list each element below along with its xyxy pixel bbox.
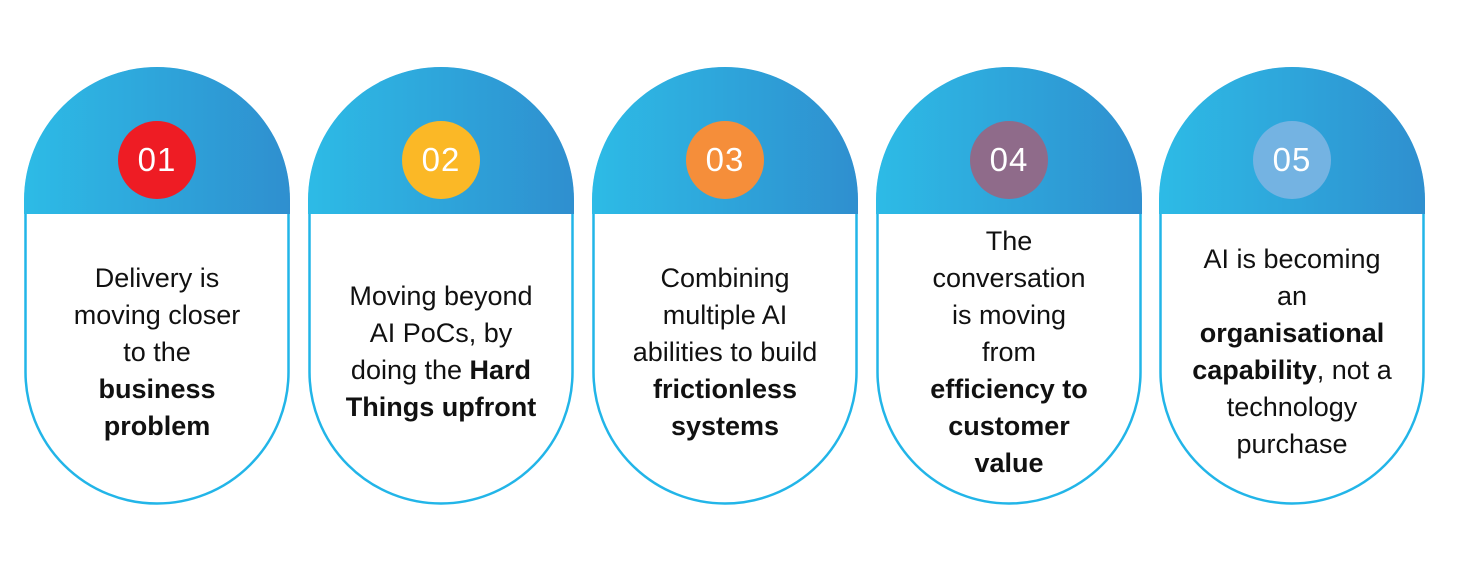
description-line: problem [74, 408, 241, 445]
description-line: doing the Hard [346, 352, 536, 389]
description-text: purchase [1236, 429, 1348, 459]
description-line: purchase [1192, 426, 1392, 463]
description-text: AI is becoming [1203, 244, 1381, 274]
description-line: an [1192, 278, 1392, 315]
description-text: doing the [350, 355, 470, 385]
description-text: to the [123, 336, 191, 367]
emphasis-text: business [98, 373, 216, 404]
card-05: 05 AI is becoming an organisational capabili… [1159, 67, 1425, 505]
emphasis-text: efficiency to [930, 373, 1088, 404]
description-text: Combining [660, 262, 790, 293]
card-description: The conversation is moving from efficiency t… [888, 217, 1130, 487]
description-line: abilities to build [633, 334, 818, 371]
step-number-badge: 05 [1253, 121, 1331, 199]
description-line: The [930, 223, 1088, 260]
emphasis-text: capability [1192, 355, 1317, 385]
description-line: value [930, 445, 1088, 482]
description-text: from [981, 336, 1036, 367]
description-line: multiple AI [633, 297, 818, 334]
card-description: Combining multiple AI abilities to build fr… [604, 217, 846, 487]
card-shape [24, 67, 290, 505]
description-line: conversation [930, 260, 1088, 297]
description-line: from [930, 334, 1088, 371]
description-line: technology [1192, 389, 1392, 426]
description-line: AI is becoming [1192, 241, 1392, 278]
step-number-badge: 03 [686, 121, 764, 199]
description-line: organisational [1192, 315, 1392, 352]
description-line: Things upfront [346, 389, 536, 426]
description-line: systems [633, 408, 818, 445]
description-text: , not a [1316, 355, 1392, 385]
description-text: Moving beyond [349, 281, 533, 311]
description-text: The [985, 225, 1033, 256]
description-line: Delivery is [74, 260, 241, 297]
description-line: frictionless [633, 371, 818, 408]
description-line: AI PoCs, by [346, 315, 536, 352]
description-text: is moving [951, 299, 1067, 330]
description-text: multiple AI [662, 299, 788, 330]
description-text: AI PoCs, by [369, 318, 513, 348]
card-description: Delivery is moving closer to the business pr… [36, 217, 278, 487]
emphasis-text: problem [103, 410, 211, 441]
description-line: Combining [633, 260, 818, 297]
description-line: is moving [930, 297, 1088, 334]
emphasis-text: Things upfront [345, 392, 537, 422]
description-text: moving closer [73, 299, 241, 330]
description-text: Delivery is [94, 262, 220, 293]
description-line: business [74, 371, 241, 408]
description-text: technology [1226, 392, 1358, 422]
emphasis-text: organisational [1199, 318, 1385, 348]
step-number-badge: 04 [970, 121, 1048, 199]
card-description: AI is becoming an organisational capability… [1171, 217, 1413, 487]
description-line: to the [74, 334, 241, 371]
emphasis-text: systems [670, 410, 780, 441]
description-text: abilities to build [632, 336, 818, 367]
emphasis-text: value [974, 447, 1044, 478]
emphasis-text: Hard [469, 355, 532, 385]
description-line: Moving beyond [346, 278, 536, 315]
description-line: moving closer [74, 297, 241, 334]
emphasis-text: customer [948, 410, 1070, 441]
step-number-badge: 02 [402, 121, 480, 199]
description-text: an [1276, 281, 1308, 311]
step-number-badge: 01 [118, 121, 196, 199]
description-text: conversation [932, 262, 1086, 293]
description-line: customer [930, 408, 1088, 445]
description-line: capability, not a [1192, 352, 1392, 389]
emphasis-text: frictionless [652, 373, 798, 404]
description-line: efficiency to [930, 371, 1088, 408]
